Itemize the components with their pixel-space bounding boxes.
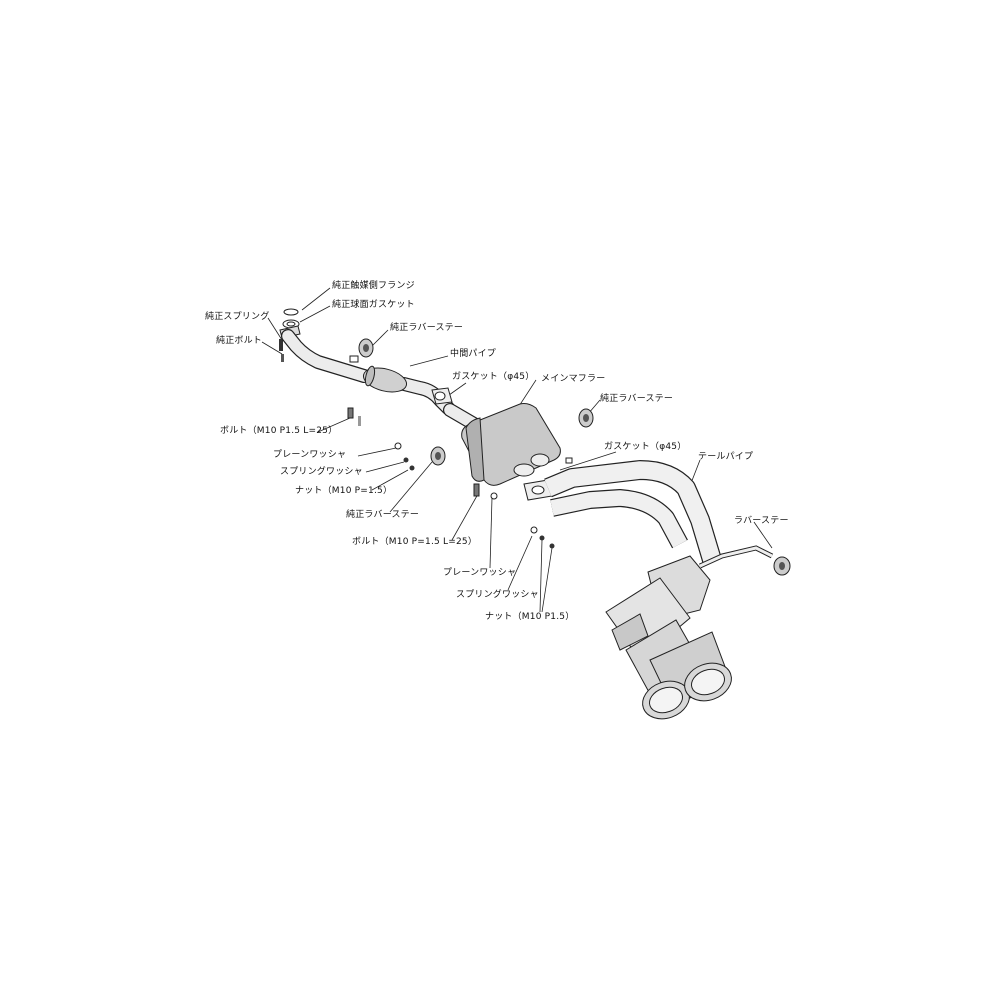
label-tail-pipe: テールパイプ — [698, 452, 754, 462]
label-spherical-gasket: 純正球面ガスケット — [332, 300, 415, 310]
label-gasket-1: ガスケット（φ45） — [452, 372, 535, 382]
tail-pipe — [544, 460, 774, 720]
label-rubber-stay-2: 純正ラバーステー — [600, 394, 674, 404]
label-bolt-2: ボルト（M10 P=1.5 L=25） — [352, 537, 478, 547]
label-rubber-stay-3: 純正ラバーステー — [346, 510, 420, 520]
label-spring-washer-1: スプリングワッシャ — [280, 467, 363, 477]
label-cat-flange: 純正触媒側フランジ — [332, 281, 415, 291]
label-plain-washer-2: プレーンワッシャ — [443, 568, 517, 578]
fasteners-joint-2 — [473, 483, 555, 549]
fasteners-joint-1 — [347, 407, 415, 471]
label-stock-bolt: 純正ボルト — [216, 336, 263, 346]
label-plain-washer-1: プレーンワッシャ — [273, 450, 347, 460]
label-gasket-2: ガスケット（φ45） — [604, 442, 687, 452]
label-nut-1: ナット（M10 P=1.5） — [295, 486, 393, 496]
center-pipe — [281, 329, 455, 415]
leader-lines — [261, 287, 773, 613]
main-muffler — [443, 403, 573, 501]
rubber-stays — [358, 338, 791, 576]
label-rubber-stay-1: 純正ラバーステー — [390, 323, 464, 333]
label-bolt-1: ボルト（M10 P1.5 L=25） — [220, 426, 338, 436]
label-spring-washer-2: スプリングワッシャ — [456, 590, 539, 600]
label-rubber-stay-4: ラバーステー — [734, 516, 789, 526]
label-main-muffler: メインマフラー — [541, 374, 606, 384]
label-stock-spring: 純正スプリング — [205, 312, 270, 322]
label-nut-2: ナット（M10 P1.5） — [485, 612, 575, 622]
label-center-pipe: 中間パイプ — [450, 349, 497, 359]
